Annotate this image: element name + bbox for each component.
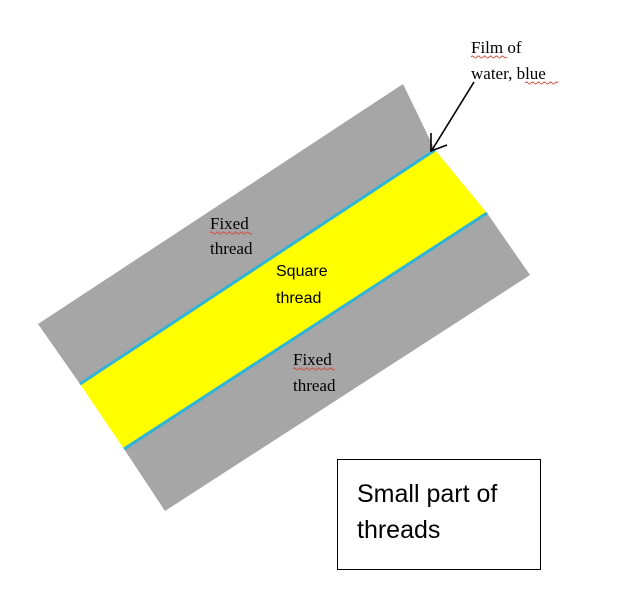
fixed-thread-lower xyxy=(124,213,530,511)
fixed-thread-lower-label-line2: thread xyxy=(293,376,336,395)
fixed-thread-upper-label-line1: Fixed xyxy=(210,214,249,233)
caption-line2: threads xyxy=(357,516,441,544)
spellcheck-underline xyxy=(292,367,336,371)
water-film-lower xyxy=(123,211,488,451)
caption-line1: Small part of xyxy=(357,480,498,508)
film-arrow xyxy=(430,81,475,153)
square-thread-label-line2: thread xyxy=(276,290,321,307)
spellcheck-underline xyxy=(470,55,508,59)
fixed-thread-upper-label-line2: thread xyxy=(210,239,253,258)
spellcheck-underline xyxy=(209,231,253,235)
fixed-thread-lower-label-line1: Fixed xyxy=(293,350,332,369)
fixed-thread-upper xyxy=(38,84,435,384)
film-label-line2: water, blue xyxy=(471,64,546,83)
square-thread-label-line1: Square xyxy=(276,263,328,280)
caption-box: Small part of threads xyxy=(337,459,541,570)
water-film-upper xyxy=(79,148,436,386)
square-thread xyxy=(80,150,487,449)
film-label-line1: Film of xyxy=(471,38,522,57)
spellcheck-underline xyxy=(524,81,559,85)
